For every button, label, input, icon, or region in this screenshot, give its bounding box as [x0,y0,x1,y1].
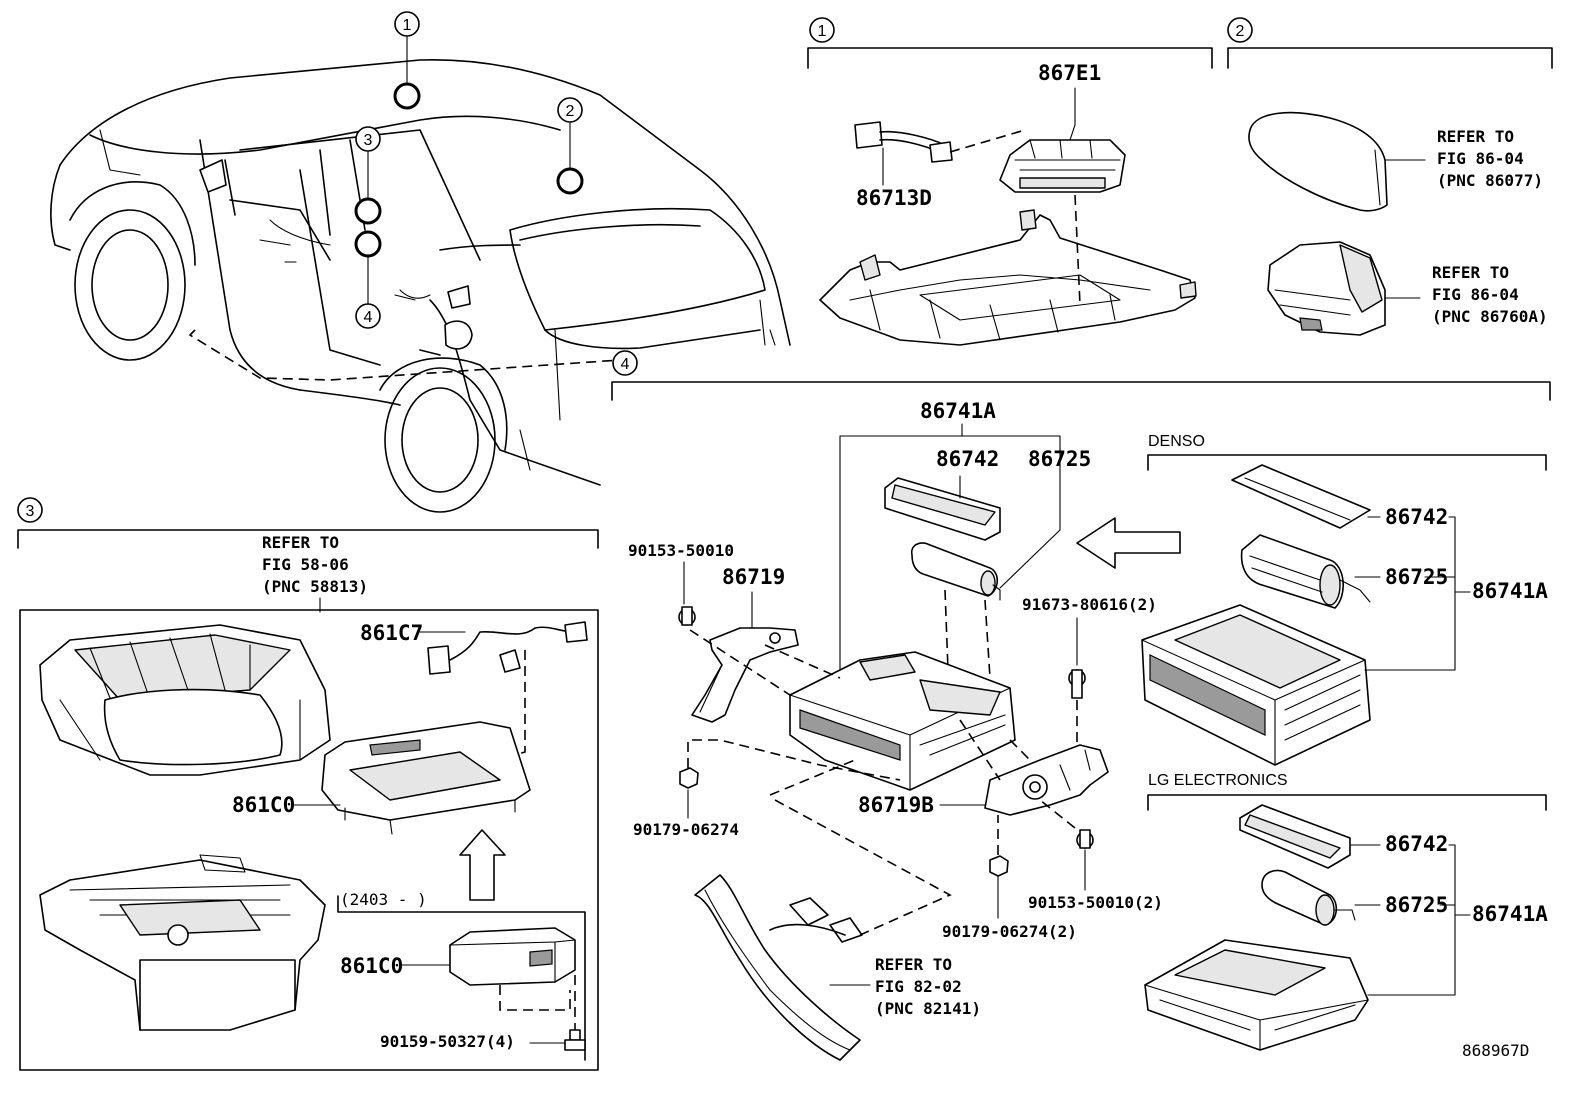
svg-text:REFER TO: REFER TO [1432,263,1509,282]
wire-harness-lower [694,874,863,1061]
label-90159-50327: 90159-50327(4) [380,1032,515,1051]
label-86725-center: 86725 [1028,447,1091,471]
ref-86077: REFER TO FIG 86-04 (PNC 86077) [1437,127,1543,190]
label-90179-06274-2: 90179-06274(2) [942,922,1077,941]
nut-90179-right [989,855,1009,877]
date-range: (2403 - ) [340,890,427,909]
ref-82141: REFER TO FIG 82-02 (PNC 82141) [875,955,981,1018]
svg-text:FIG 86-04: FIG 86-04 [1432,285,1519,304]
section-2: 2 REFER TO FIG 86-04 (PNC 86077) REFER T… [1227,17,1553,336]
section-3: 3 REFER TO FIG 58-06 (PNC 58813) [17,497,599,1071]
center-console-upper [39,624,331,776]
board-86742-center [884,477,1001,541]
svg-text:(PNC 86077): (PNC 86077) [1437,171,1543,190]
label-86719B: 86719B [858,793,934,817]
label-861C0-upper: 861C0 [232,793,295,817]
module-861C0 [449,927,576,986]
ref-58813: REFER TO FIG 58-06 (PNC 58813) [262,533,368,596]
left-arrow-icon [1076,517,1181,569]
header-lg: LG ELECTRONICS [1148,772,1288,789]
board-86742-denso [1231,464,1371,529]
bracket-86719B [984,744,1109,816]
svg-text:REFER TO: REFER TO [875,955,952,974]
svg-text:1: 1 [818,23,827,40]
svg-text:REFER TO: REFER TO [262,533,339,552]
label-861C0-lower: 861C0 [340,954,403,978]
marker-3-car: 3 [355,126,381,152]
harness-861C7 [427,621,588,675]
section-4: 4 86741A 86742 86725 [611,350,1551,1061]
module-86741A-denso [1141,604,1371,766]
ref-86760A: REFER TO FIG 86-04 (PNC 86760A) [1432,263,1548,326]
label-86741A-lg: 86741A [1472,902,1548,926]
module-86741A-lg [1144,939,1369,1051]
harness-86713D [854,121,953,163]
svg-text:FIG 82-02: FIG 82-02 [875,977,962,996]
battery-86725-lg [1261,869,1356,926]
tray-861C0 [321,721,531,835]
main-module-86741A [789,651,1016,791]
label-90153-50010: 90153-50010 [628,541,734,560]
bracket-86719 [691,627,799,723]
svg-text:(PNC 58813): (PNC 58813) [262,577,368,596]
label-86741A-center: 86741A [920,399,996,423]
bolt-91673 [1068,669,1086,699]
bolt-90153-right [1076,829,1094,849]
label-861C7: 861C7 [360,621,423,645]
svg-text:3: 3 [26,503,35,520]
label-86741A-denso: 86741A [1472,579,1548,603]
up-arrow-icon [459,829,506,901]
svg-text:4: 4 [621,356,630,373]
board-86742-lg [1239,804,1351,869]
nut-90179-left [679,767,699,789]
label-86742-center: 86742 [936,447,999,471]
label-867E1: 867E1 [1038,61,1101,85]
svg-text:3: 3 [364,132,373,149]
center-console-lower [39,854,326,1031]
label-86725-lg: 86725 [1385,893,1448,917]
svg-text:FIG 58-06: FIG 58-06 [262,555,349,574]
marker-2-car: 2 [557,97,583,123]
marker-4-car: 4 [355,303,381,329]
header-denso: DENSO [1148,433,1205,450]
svg-text:2: 2 [1236,23,1245,40]
label-86719: 86719 [722,565,785,589]
svg-text:4: 4 [364,309,373,326]
label-86742-denso: 86742 [1385,505,1448,529]
bolt-90159 [564,1029,586,1051]
svg-text:2: 2 [566,103,575,120]
diagram-code: 868967D [1462,1041,1529,1060]
svg-text:(PNC 86760A): (PNC 86760A) [1432,307,1548,326]
shark-fin-antenna [1248,111,1388,212]
overhead-module-867E1 [999,139,1126,193]
marker-1-car: 1 [394,11,420,37]
label-91673-80616: 91673-80616(2) [1022,595,1157,614]
svg-text:(PNC 82141): (PNC 82141) [875,999,981,1018]
roof-bracket [819,209,1197,346]
label-90153-50010-2: 90153-50010(2) [1028,893,1163,912]
battery-86725-denso [1240,534,1371,609]
battery-86725-center [910,542,1001,601]
antenna-module [1267,241,1386,336]
label-86742-lg: 86742 [1385,832,1448,856]
svg-text:REFER TO: REFER TO [1437,127,1514,146]
svg-text:FIG 86-04: FIG 86-04 [1437,149,1524,168]
label-86713D: 86713D [856,186,932,210]
label-90179-06274: 90179-06274 [633,820,739,839]
bolt-90153-left [678,606,696,626]
section-1: 1 867E1 86713D [807,17,1213,346]
svg-text:1: 1 [403,17,412,34]
vehicle-overview [50,36,791,513]
